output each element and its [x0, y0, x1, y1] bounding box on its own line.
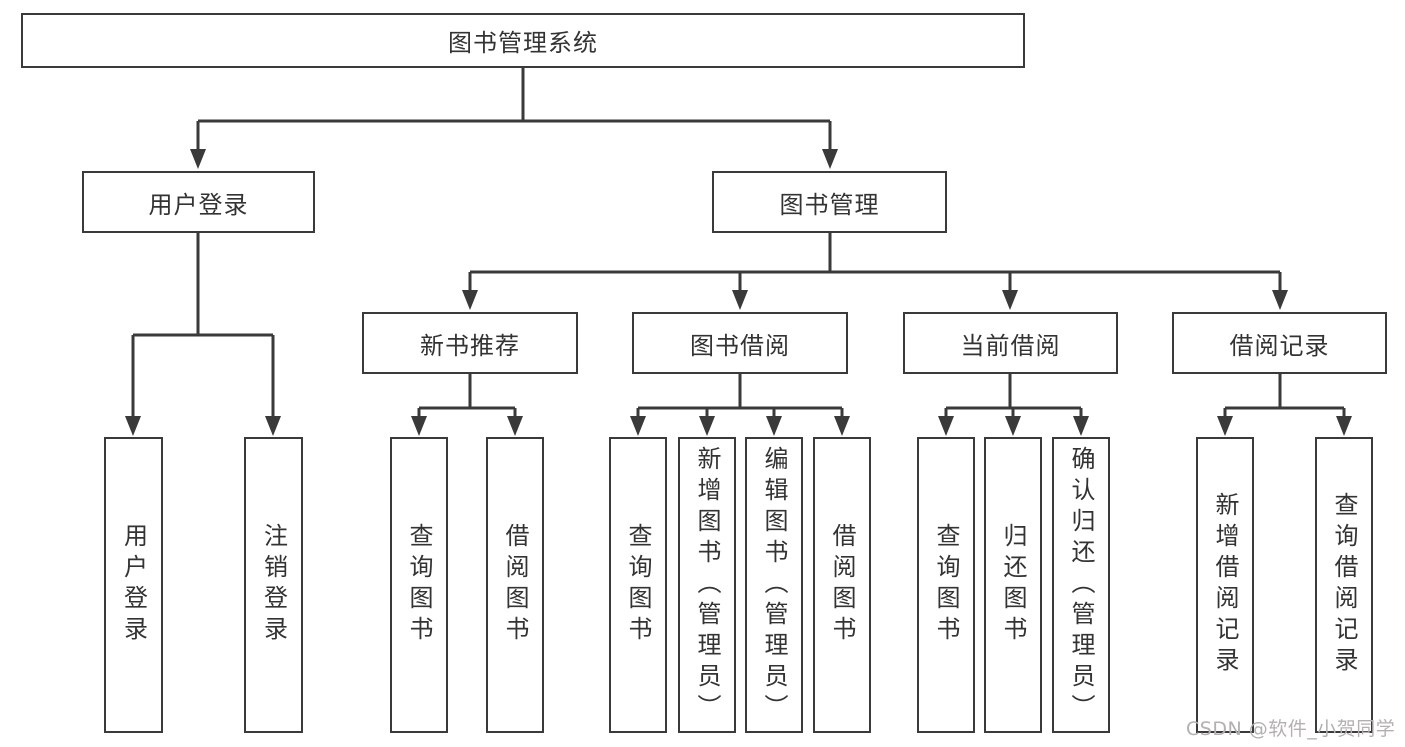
- leaf-add-books-admin: 新增图书（管理员）: [678, 437, 736, 733]
- leaf-logout: 注销登录: [244, 437, 303, 733]
- leaf-confirm-return-admin: 确认归还（管理员）: [1052, 437, 1110, 733]
- node-label: 借阅图书: [828, 523, 856, 647]
- connector-recommend-children: [411, 374, 523, 436]
- node-library-system: 图书管理系统: [21, 13, 1025, 68]
- leaf-borrow-books-1: 借阅图书: [486, 437, 544, 733]
- csdn-watermark: CSDN @软件_小贺同学: [1186, 718, 1396, 740]
- node-current-borrow: 当前借阅: [903, 312, 1118, 374]
- node-label: 查询图书: [405, 523, 433, 647]
- node-new-book-recommend: 新书推荐: [362, 312, 578, 374]
- node-label: 用户登录: [119, 523, 148, 647]
- node-label: 图书借阅: [690, 331, 790, 360]
- node-label: 查询图书: [624, 523, 652, 647]
- node-label: 当前借阅: [960, 331, 1061, 360]
- connector-bookmgmt-level3: [462, 233, 1288, 310]
- leaf-query-borrow-record: 查询借阅记录: [1315, 437, 1373, 733]
- node-label: 图书管理: [779, 190, 880, 219]
- connector-borrow-children: [630, 374, 850, 436]
- node-book-management: 图书管理: [712, 171, 947, 233]
- connector-userlogin-children: [125, 233, 281, 436]
- node-label: 查询借阅记录: [1330, 492, 1358, 678]
- node-label: 新书推荐: [420, 331, 520, 360]
- node-label: 注销登录: [259, 523, 288, 647]
- node-label: 查询图书: [932, 523, 960, 647]
- leaf-return-books: 归还图书: [984, 437, 1042, 733]
- leaf-query-books-2: 查询图书: [609, 437, 667, 733]
- node-label: 借阅图书: [501, 523, 529, 647]
- leaf-edit-books-admin: 编辑图书（管理员）: [745, 437, 803, 733]
- node-label: 图书管理系统: [448, 29, 598, 57]
- node-borrow-records: 借阅记录: [1172, 312, 1387, 374]
- node-label: 新增借阅记录: [1211, 492, 1239, 678]
- node-label: 新增图书（管理员）: [693, 445, 721, 725]
- node-book-borrow: 图书借阅: [632, 312, 848, 374]
- leaf-user-login: 用户登录: [104, 437, 163, 733]
- node-label: 用户登录: [148, 190, 249, 219]
- leaf-query-books-1: 查询图书: [390, 437, 448, 733]
- leaf-query-books-3: 查询图书: [917, 437, 975, 733]
- leaf-add-borrow-record: 新增借阅记录: [1196, 437, 1254, 733]
- node-label: 确认归还（管理员）: [1067, 445, 1095, 725]
- node-user-login: 用户登录: [82, 171, 315, 233]
- leaf-borrow-books-2: 借阅图书: [813, 437, 871, 733]
- connector-root-to-level2: [190, 68, 838, 169]
- node-label: 借阅记录: [1229, 331, 1330, 360]
- node-label: 归还图书: [999, 523, 1027, 647]
- connector-current-children: [938, 374, 1089, 436]
- node-label: 编辑图书（管理员）: [760, 445, 788, 725]
- connector-records-children: [1217, 374, 1352, 436]
